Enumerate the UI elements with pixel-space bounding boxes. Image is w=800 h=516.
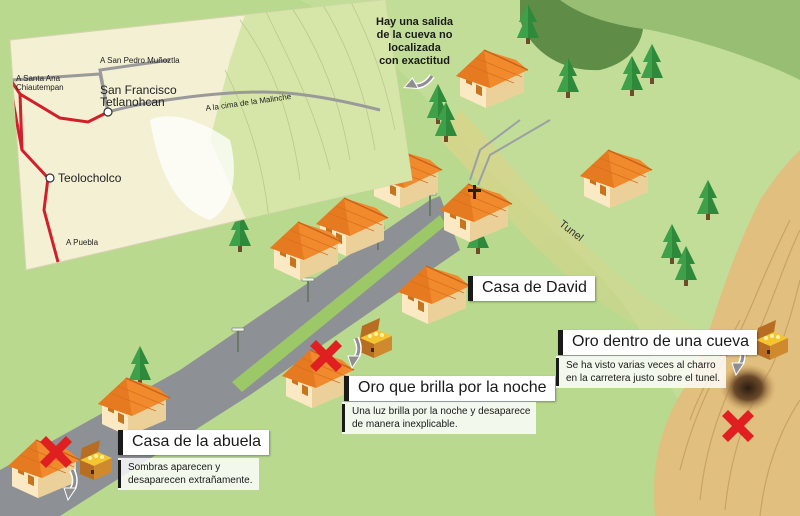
town-label-line: San Francisco bbox=[100, 83, 177, 97]
town-marker-teolocholco bbox=[45, 173, 55, 183]
desc-line: de manera inexplicable. bbox=[352, 419, 458, 430]
place-desc-casa-abuela: Sombras aparecen y desaparecen extrañame… bbox=[118, 458, 259, 490]
place-label-casa-abuela: Casa de la abuela bbox=[118, 430, 269, 455]
desc-line: Se ha visto varias veces al charro bbox=[566, 360, 716, 371]
inset-map bbox=[9, 0, 413, 271]
road-median bbox=[232, 215, 446, 392]
desc-line: en la carretera justo sobre el tunel. bbox=[566, 373, 720, 384]
road-label-line: A Santa Ana bbox=[16, 74, 61, 83]
road-label-puebla: A Puebla bbox=[66, 238, 99, 247]
place-label-casa-david: Casa de David bbox=[468, 276, 595, 301]
place-label-oro-cueva: Oro dentro de una cueva bbox=[558, 330, 758, 355]
note-line: localizada bbox=[388, 42, 441, 54]
cave-entrance bbox=[720, 364, 776, 412]
town-label-san-francisco: San Francisco Tetlanohcan bbox=[100, 84, 177, 108]
place-label-oro-noche: Oro que brilla por la noche bbox=[344, 376, 555, 401]
town-label-line: Tetlanohcan bbox=[100, 95, 165, 109]
cave-exit-note: Hay una salida de la cueva no localizada… bbox=[376, 16, 453, 68]
road-label-santa-ana: A Santa Ana Chiautempan bbox=[16, 74, 64, 92]
terrain-shade bbox=[150, 116, 234, 220]
town-label-teolocholco: Teolocholco bbox=[58, 171, 122, 185]
desc-line: desaparecen extrañamente. bbox=[128, 475, 253, 486]
desc-line: Sombras aparecen y bbox=[128, 462, 221, 473]
note-line: con exactitud bbox=[379, 55, 450, 67]
road-label-san-pedro: A San Pedro Muñoztla bbox=[100, 56, 180, 65]
place-desc-oro-noche: Una luz brilla por la noche y desaparece… bbox=[342, 402, 537, 434]
note-line: de la cueva no bbox=[376, 29, 453, 41]
town-marker-san-francisco bbox=[103, 107, 113, 117]
road-label-line: Chiautempan bbox=[16, 83, 64, 92]
main-road bbox=[0, 196, 460, 516]
church-cross-icon bbox=[468, 185, 481, 199]
place-desc-oro-cueva: Se ha visto varias veces al charro en la… bbox=[556, 356, 726, 388]
desc-line: Una luz brilla por la noche y desaparece bbox=[352, 406, 531, 417]
tunnel-path bbox=[440, 110, 730, 360]
note-line: Hay una salida bbox=[376, 16, 454, 28]
